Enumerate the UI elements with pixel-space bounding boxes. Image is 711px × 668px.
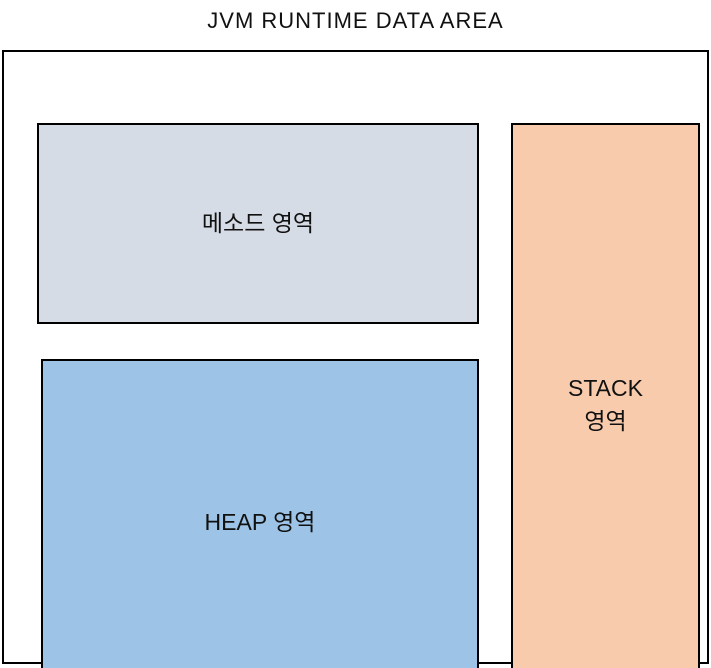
method-area-label: 메소드 영역 — [201, 210, 315, 237]
stack-area-label-line1: STACK — [568, 375, 643, 402]
method-area-box: 메소드 영역 — [37, 123, 479, 324]
heap-area-box: HEAP 영역 — [41, 359, 479, 668]
diagram-title: JVM RUNTIME DATA AREA — [207, 8, 504, 33]
stack-area-label-line2: 영역 — [584, 407, 627, 434]
runtime-data-area-frame: 메소드 영역 HEAP 영역 STACK 영역 — [2, 50, 709, 668]
heap-area-label: HEAP 영역 — [204, 509, 316, 536]
stack-area-box: STACK 영역 — [511, 123, 700, 668]
stack-area-label: STACK 영역 — [568, 372, 643, 436]
